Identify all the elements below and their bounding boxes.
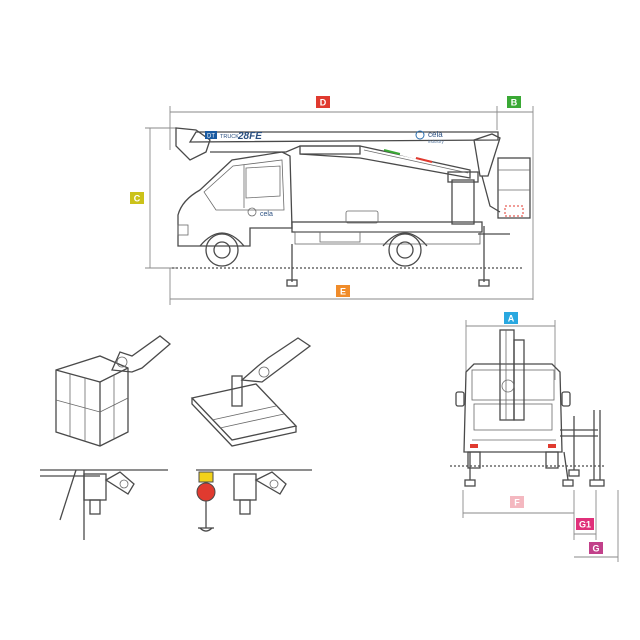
label-G: G bbox=[589, 542, 603, 554]
svg-text:F: F bbox=[514, 498, 520, 508]
winch-detail bbox=[196, 469, 312, 532]
boom-brand: cela bbox=[428, 130, 443, 139]
door-logo-text: cela bbox=[260, 211, 273, 218]
model-prefix: DT bbox=[207, 134, 215, 140]
svg-text:D: D bbox=[320, 98, 327, 108]
label-F: F bbox=[510, 496, 524, 508]
label-A: A bbox=[504, 312, 518, 324]
platform-detail bbox=[190, 337, 312, 447]
truck-front-view bbox=[450, 320, 605, 487]
svg-text:G1: G1 bbox=[579, 520, 591, 530]
boom-brand-sub: industry bbox=[428, 139, 445, 144]
svg-text:B: B bbox=[511, 98, 518, 108]
basket-detail bbox=[55, 335, 172, 447]
svg-text:E: E bbox=[340, 287, 346, 297]
truck-side-view: cela bbox=[172, 127, 531, 287]
svg-text:C: C bbox=[134, 194, 141, 204]
model-name: 28FE bbox=[237, 131, 262, 142]
label-C: C bbox=[130, 192, 144, 204]
dimension-lines-front bbox=[462, 490, 619, 562]
svg-text:A: A bbox=[508, 314, 515, 324]
model-sub: TRUCK bbox=[220, 134, 239, 140]
dimension-lines-side bbox=[145, 106, 534, 305]
label-D: D bbox=[316, 96, 330, 108]
label-G1: G1 bbox=[576, 518, 594, 530]
label-E: E bbox=[336, 285, 350, 297]
svg-text:G: G bbox=[592, 544, 599, 554]
label-B: B bbox=[507, 96, 521, 108]
crane-hook-detail-left bbox=[40, 469, 168, 540]
